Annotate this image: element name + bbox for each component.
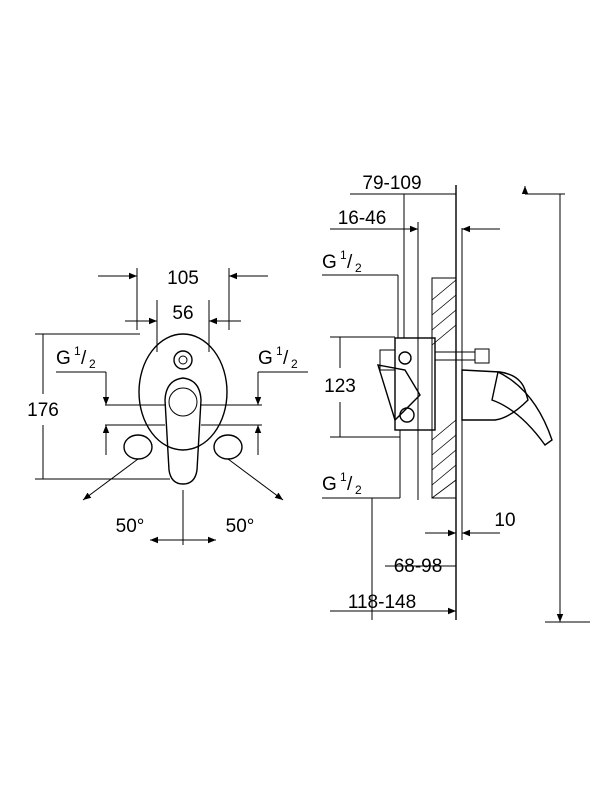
dim-depth-range: 79-109 — [362, 173, 421, 194]
svg-text:/: / — [347, 252, 353, 273]
svg-text:2: 2 — [89, 357, 96, 371]
inlet-right-label: G — [258, 348, 273, 369]
dim-spacing: 123 — [324, 376, 356, 397]
dim-tile-thickness: 10 — [494, 510, 515, 531]
svg-text:2: 2 — [291, 357, 298, 371]
valve-body — [394, 337, 436, 431]
inlet-left-label: G — [56, 348, 71, 369]
dim-total-depth: 118-148 — [348, 592, 416, 613]
svg-text:/: / — [283, 348, 289, 369]
diverter-knob — [173, 350, 193, 370]
inlet-bottom-label: G — [322, 474, 337, 495]
svg-text:1: 1 — [74, 344, 81, 358]
svg-text:1: 1 — [340, 470, 347, 484]
svg-text:1: 1 — [276, 344, 283, 358]
svg-text:2: 2 — [355, 483, 362, 497]
svg-text:2: 2 — [355, 261, 362, 275]
dim-width-plate: 56 — [172, 303, 193, 324]
svg-text:1: 1 — [340, 248, 347, 262]
inlet-top-label: G — [322, 252, 337, 273]
angle-left: 50° — [116, 516, 145, 537]
svg-text:/: / — [347, 474, 353, 495]
angle-right: 50° — [226, 516, 255, 537]
front-view: 105 56 176 G 1 / 2 G 1 / 2 50° — [27, 268, 308, 545]
dim-install-depth: 68-98 — [394, 556, 443, 577]
lever-handle — [164, 377, 202, 485]
dim-width-overall: 105 — [167, 268, 199, 289]
side-lever — [461, 369, 529, 421]
dim-height-overall: 176 — [27, 400, 59, 421]
side-view: 79-109 16-46 G 1 / 2 123 G 1 / 2 — [322, 173, 590, 623]
dim-sleeve-range: 16-46 — [338, 208, 387, 229]
svg-text:/: / — [81, 348, 87, 369]
cover-plate — [138, 333, 228, 451]
